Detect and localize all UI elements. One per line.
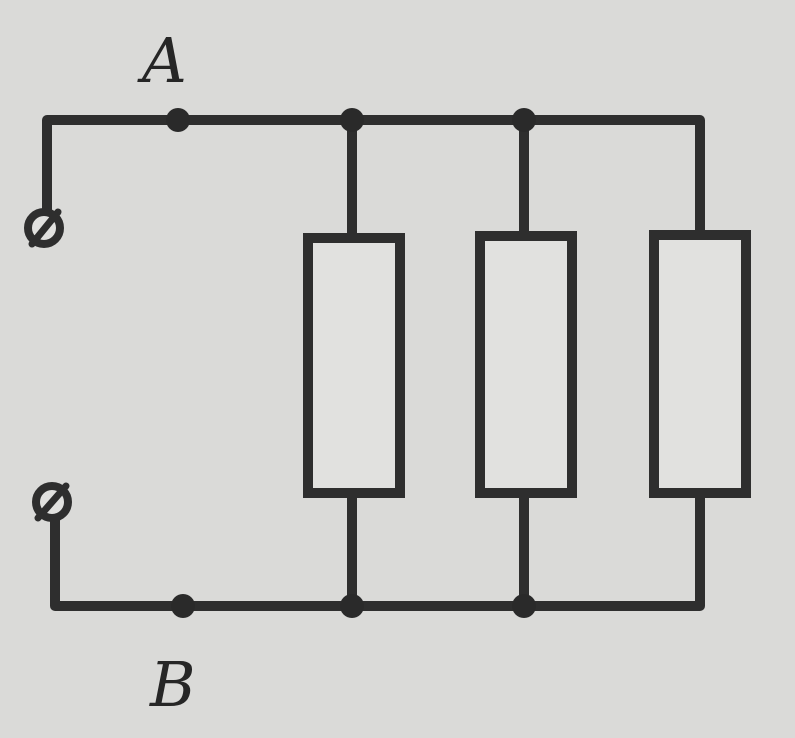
top-terminal-slash	[28, 208, 62, 248]
top-junction-2-dot	[512, 108, 536, 132]
node-a-dot	[166, 108, 190, 132]
bottom-terminal	[32, 482, 72, 522]
resistor-2	[475, 231, 577, 498]
node-a-label: A	[137, 24, 187, 97]
wires	[42, 115, 705, 611]
top-junction-1-dot	[340, 108, 364, 132]
junction-nodes	[166, 108, 536, 618]
node-b-dot	[171, 594, 195, 618]
bottom-rail-wire	[50, 490, 705, 611]
top-terminal	[24, 208, 64, 248]
bottom-terminal-slash	[34, 482, 70, 522]
resistors	[303, 230, 751, 498]
resistor-3	[649, 230, 751, 498]
resistor-1	[303, 233, 405, 498]
top-rail-wire	[42, 115, 705, 240]
node-b-label: B	[149, 648, 196, 721]
bottom-junction-1-dot	[340, 594, 364, 618]
bottom-junction-2-dot	[512, 594, 536, 618]
